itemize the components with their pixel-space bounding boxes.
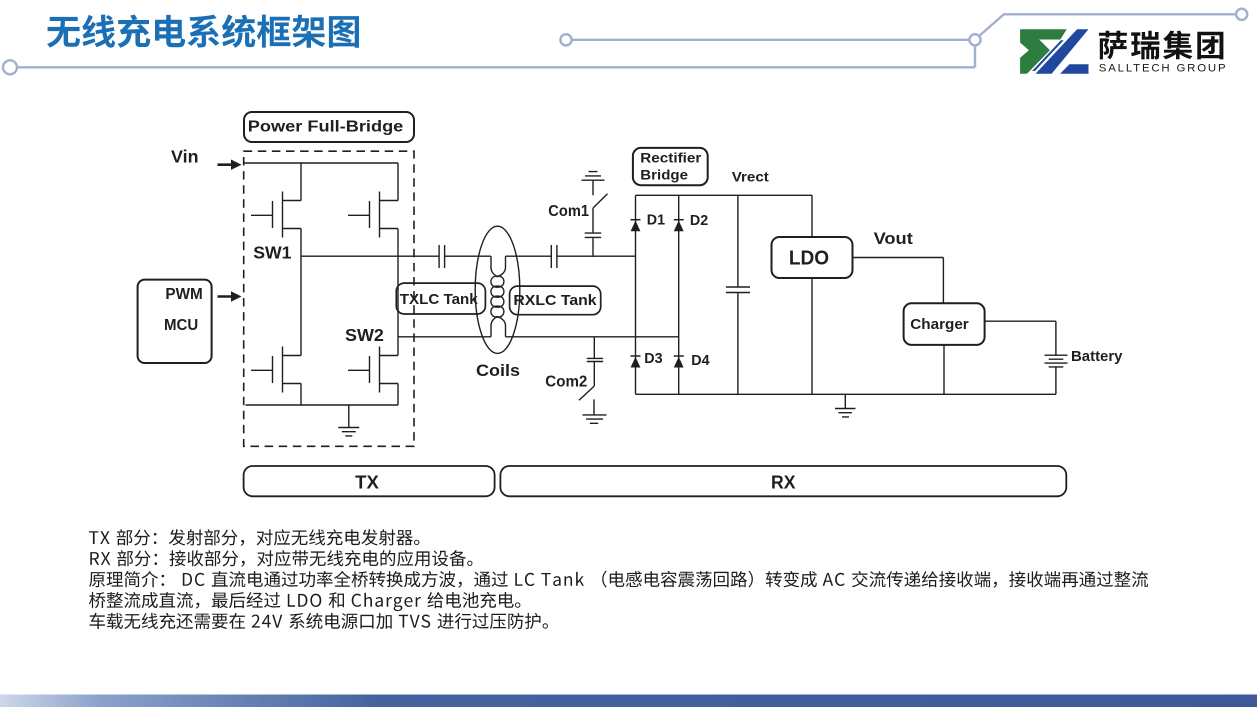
svg-text:SALLTECH GROUP: SALLTECH GROUP	[1099, 62, 1226, 74]
svg-text:PWM: PWM	[165, 286, 202, 303]
svg-text:Vrect: Vrect	[732, 169, 769, 185]
svg-text:SW2: SW2	[345, 325, 384, 345]
svg-text:RX: RX	[771, 472, 796, 492]
svg-text:Com1: Com1	[548, 203, 589, 220]
svg-text:Vin: Vin	[171, 146, 199, 166]
svg-text:D4: D4	[691, 353, 709, 369]
svg-text:Charger: Charger	[910, 316, 969, 333]
svg-text:Power Full-Bridge: Power Full-Bridge	[248, 119, 404, 136]
svg-text:Vout: Vout	[874, 229, 914, 248]
svg-text:LDO: LDO	[789, 246, 829, 269]
svg-text:TX: TX	[355, 472, 379, 492]
svg-text:MCU: MCU	[164, 317, 198, 334]
svg-text:Coils: Coils	[476, 362, 520, 380]
svg-text:Rectifier: Rectifier	[640, 150, 702, 166]
svg-text:RXLC Tank: RXLC Tank	[513, 292, 597, 309]
svg-text:TXLC Tank: TXLC Tank	[400, 291, 479, 308]
svg-text:Com2: Com2	[545, 373, 587, 390]
svg-text:D3: D3	[644, 351, 662, 367]
svg-text:Battery: Battery	[1071, 348, 1123, 365]
svg-text:SW1: SW1	[253, 242, 291, 262]
svg-text:D2: D2	[690, 213, 708, 229]
svg-text:Bridge: Bridge	[640, 168, 688, 184]
svg-text:D1: D1	[647, 212, 665, 228]
